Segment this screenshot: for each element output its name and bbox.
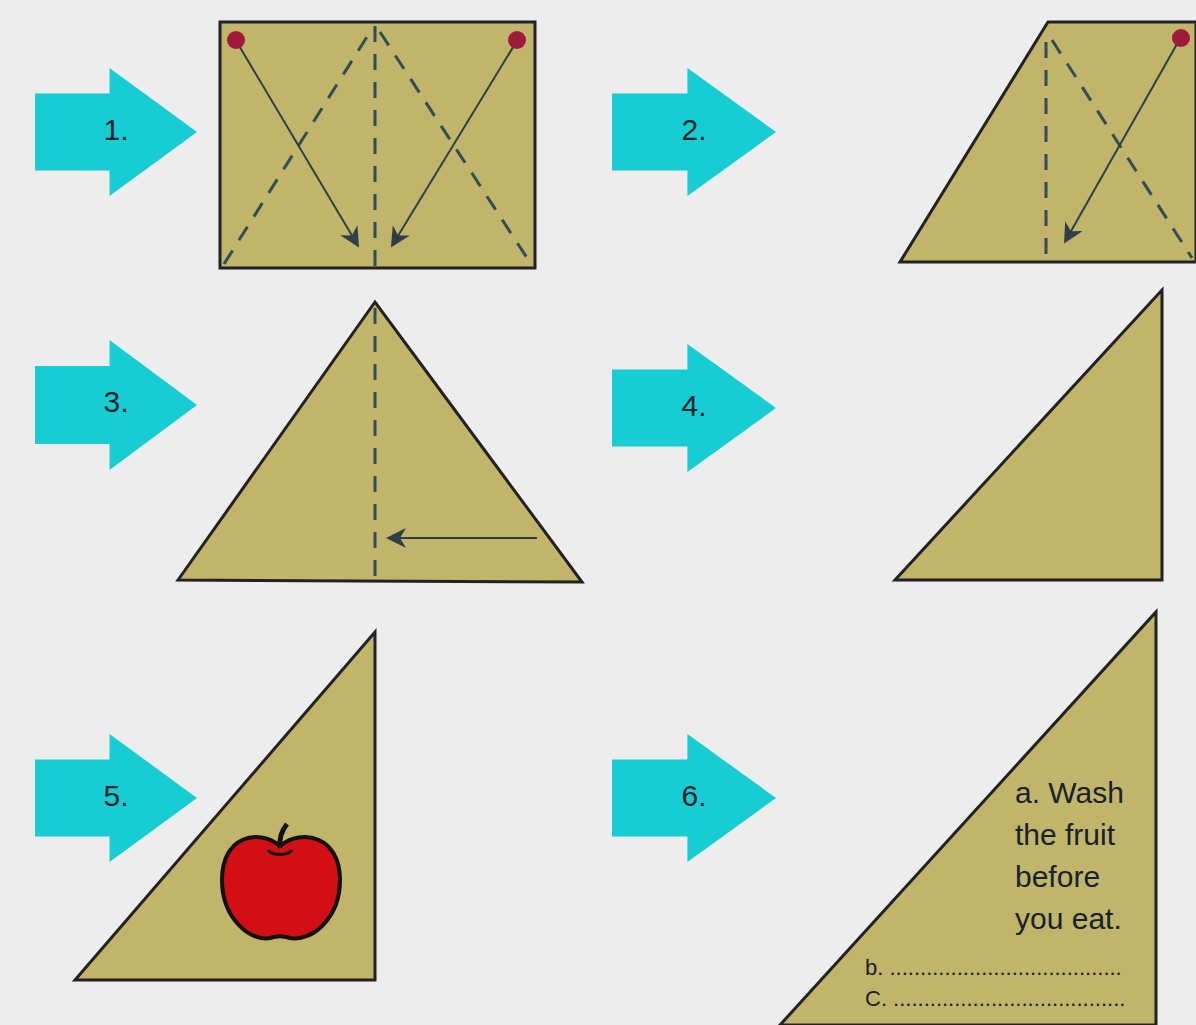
step-number: 3. bbox=[35, 382, 197, 422]
step-arrow: 1. bbox=[35, 68, 197, 196]
step-number: 5. bbox=[35, 776, 197, 816]
step-number: 4. bbox=[612, 386, 776, 426]
triangle-outline bbox=[780, 612, 1156, 1025]
step-arrow: 3. bbox=[35, 340, 197, 470]
step-number: 1. bbox=[35, 110, 197, 150]
step-arrow: 2. bbox=[612, 68, 776, 196]
arrow-fill bbox=[612, 734, 776, 862]
arrow-fill bbox=[35, 734, 197, 862]
arrow-fill bbox=[35, 340, 197, 470]
step-arrow: 5. bbox=[35, 734, 197, 862]
step-four-paper bbox=[895, 290, 1162, 580]
step-number: 6. bbox=[612, 776, 776, 816]
step-number: 2. bbox=[612, 110, 776, 150]
apple-picture bbox=[222, 824, 340, 938]
instruction-text: b. .....................................… bbox=[865, 955, 1122, 981]
step-arrow: 4. bbox=[612, 344, 776, 472]
step-two-paper bbox=[900, 22, 1196, 262]
arrow-fill bbox=[612, 68, 776, 196]
paper-triangle: a. Wash the fruit before you eat. b. ....… bbox=[780, 612, 1156, 1025]
step-one-paper bbox=[220, 22, 535, 268]
step-arrow: 6. bbox=[612, 734, 776, 862]
arrow-fill bbox=[612, 344, 776, 472]
instruction-text: a. Wash the fruit before you eat. bbox=[1015, 772, 1150, 940]
step-three-paper bbox=[178, 302, 582, 582]
instruction-text: C. .....................................… bbox=[865, 986, 1125, 1012]
arrow-fill bbox=[35, 68, 197, 196]
